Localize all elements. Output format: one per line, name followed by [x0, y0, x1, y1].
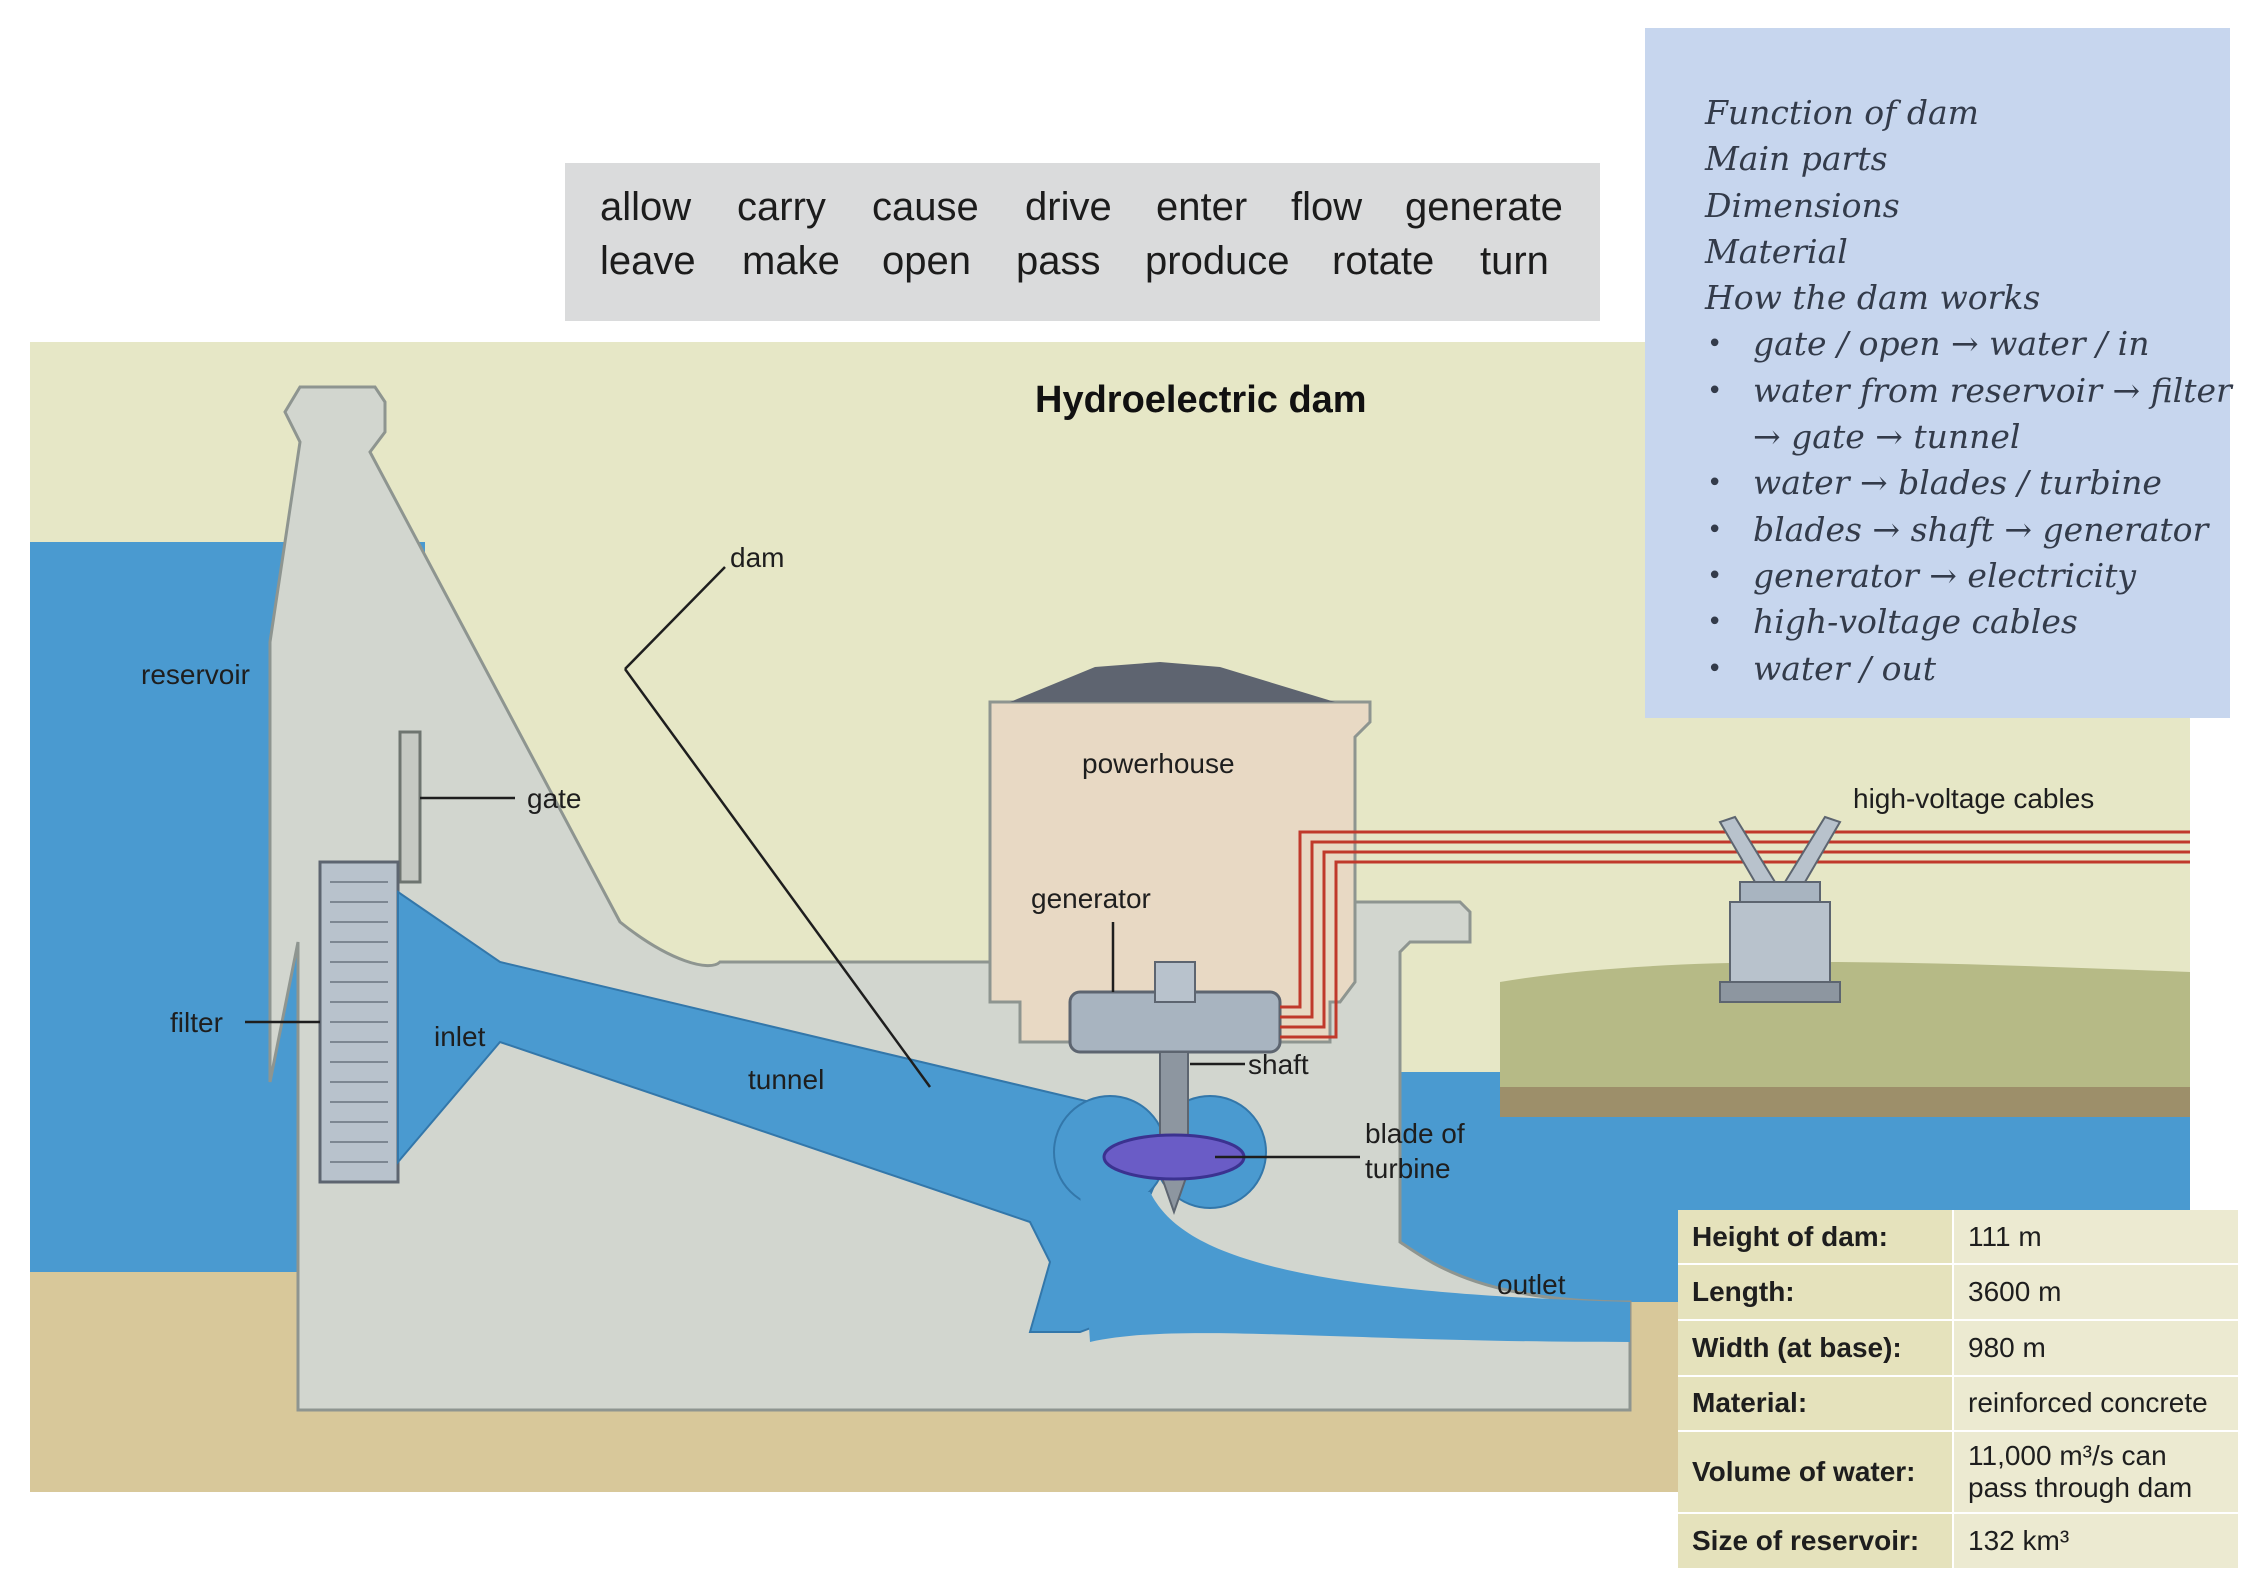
- word: produce: [1145, 239, 1290, 283]
- label-blade-line1: blade of: [1365, 1118, 1465, 1149]
- word: enter: [1156, 185, 1248, 229]
- fact-value: reinforced concrete: [1953, 1375, 2238, 1433]
- word: drive: [1025, 185, 1112, 229]
- label-high-voltage-cables: high-voltage cables: [1853, 783, 2094, 814]
- fact-value-cell: 11,000 m³/s can pass through dam: [1953, 1431, 2238, 1515]
- word: rotate: [1332, 239, 1435, 283]
- fact-label: Material:: [1678, 1375, 1954, 1433]
- label-generator: generator: [1031, 883, 1151, 914]
- word: make: [742, 239, 840, 283]
- table-row: Height of dam: 111 m: [1678, 1210, 2238, 1266]
- note-heading: Function of dam: [1705, 93, 1979, 132]
- table-row: Width (at base): 980 m: [1678, 1319, 2238, 1377]
- diagram-title: Hydroelectric dam: [1035, 379, 1367, 421]
- label-filter: filter: [170, 1007, 223, 1038]
- pylon: [1718, 815, 1842, 1003]
- label-shaft: shaft: [1248, 1049, 1309, 1080]
- word-row-1: allow carry cause drive enter flow gener…: [565, 185, 1600, 255]
- word: pass: [1016, 239, 1101, 283]
- gate: [398, 730, 422, 884]
- fact-label: Size of reservoir:: [1678, 1513, 1954, 1570]
- note-bullet: blades → shaft → generator: [1705, 507, 2230, 554]
- word: generate: [1405, 185, 1563, 229]
- label-gate: gate: [527, 783, 582, 814]
- dam-facts-table: Height of dam: 111 m Length: 3600 m Widt…: [1678, 1210, 2238, 1570]
- riverbank: [1500, 962, 2190, 1112]
- label-reservoir: reservoir: [141, 659, 250, 690]
- word-row-2: leave make open pass produce rotate turn: [565, 239, 1600, 309]
- powerhouse-roof: [1010, 662, 1335, 702]
- label-tunnel: tunnel: [748, 1064, 824, 1095]
- dam-leader-line: [623, 668, 932, 1088]
- fact-value: 111 m: [1953, 1210, 2238, 1266]
- dam-leader: [624, 566, 726, 670]
- notes-panel: Function of dam Main parts Dimensions Ma…: [1645, 28, 2232, 718]
- note-heading: How the dam works: [1705, 278, 2041, 318]
- word: open: [882, 239, 971, 283]
- label-blade-line2: turbine: [1365, 1153, 1451, 1184]
- word: carry: [737, 185, 826, 229]
- fact-label: Width (at base):: [1678, 1319, 1954, 1377]
- note-bullet: water → blades / turbine: [1705, 460, 2230, 507]
- note-bullet-continued: → gate → tunnel: [1753, 417, 2021, 457]
- note-heading: Main parts: [1705, 139, 1888, 179]
- note-heading: Dimensions: [1705, 185, 1900, 225]
- note-bullet: water from reservoir → filter: [1705, 368, 2232, 415]
- label-inlet: inlet: [434, 1021, 486, 1052]
- note-heading: Material: [1705, 231, 1848, 271]
- fact-label: Volume of water:: [1678, 1431, 1954, 1515]
- table-row: Material: reinforced concrete: [1678, 1375, 2238, 1433]
- fact-value: 3600 m: [1953, 1264, 2238, 1321]
- table-row: Volume of water: 11,000 m³/s can pass th…: [1678, 1431, 2238, 1515]
- outlet-channel: [1080, 1192, 1630, 1342]
- table-row: Length: 3600 m: [1678, 1264, 2238, 1321]
- word: allow: [600, 185, 692, 229]
- table-row: Size of reservoir: 132 km³: [1678, 1513, 2238, 1570]
- word: cause: [872, 185, 979, 229]
- label-dam: dam: [730, 542, 784, 573]
- note-bullet: generator → electricity: [1705, 553, 2230, 600]
- word: leave: [600, 239, 696, 283]
- word: turn: [1480, 239, 1549, 283]
- fact-label: Length:: [1678, 1264, 1954, 1321]
- fact-label: Height of dam:: [1678, 1210, 1954, 1266]
- fact-value: 132 km³: [1953, 1513, 2238, 1570]
- note-bullet: gate / open → water / in: [1705, 321, 2230, 368]
- word-box: allow carry cause drive enter flow gener…: [565, 163, 1600, 321]
- word: flow: [1291, 185, 1363, 229]
- fact-value: 11,000 m³/s can: [1968, 1440, 2167, 1472]
- note-bullet: water / out: [1705, 646, 2230, 693]
- fact-value-continued: pass through dam: [1968, 1472, 2193, 1504]
- note-bullet: high-voltage cables: [1705, 599, 2230, 646]
- riverbank-rocks: [1500, 1087, 2190, 1117]
- label-powerhouse: powerhouse: [1082, 748, 1235, 779]
- fact-value: 980 m: [1953, 1319, 2238, 1377]
- generator-top: [1154, 961, 1196, 1003]
- label-outlet: outlet: [1497, 1269, 1566, 1300]
